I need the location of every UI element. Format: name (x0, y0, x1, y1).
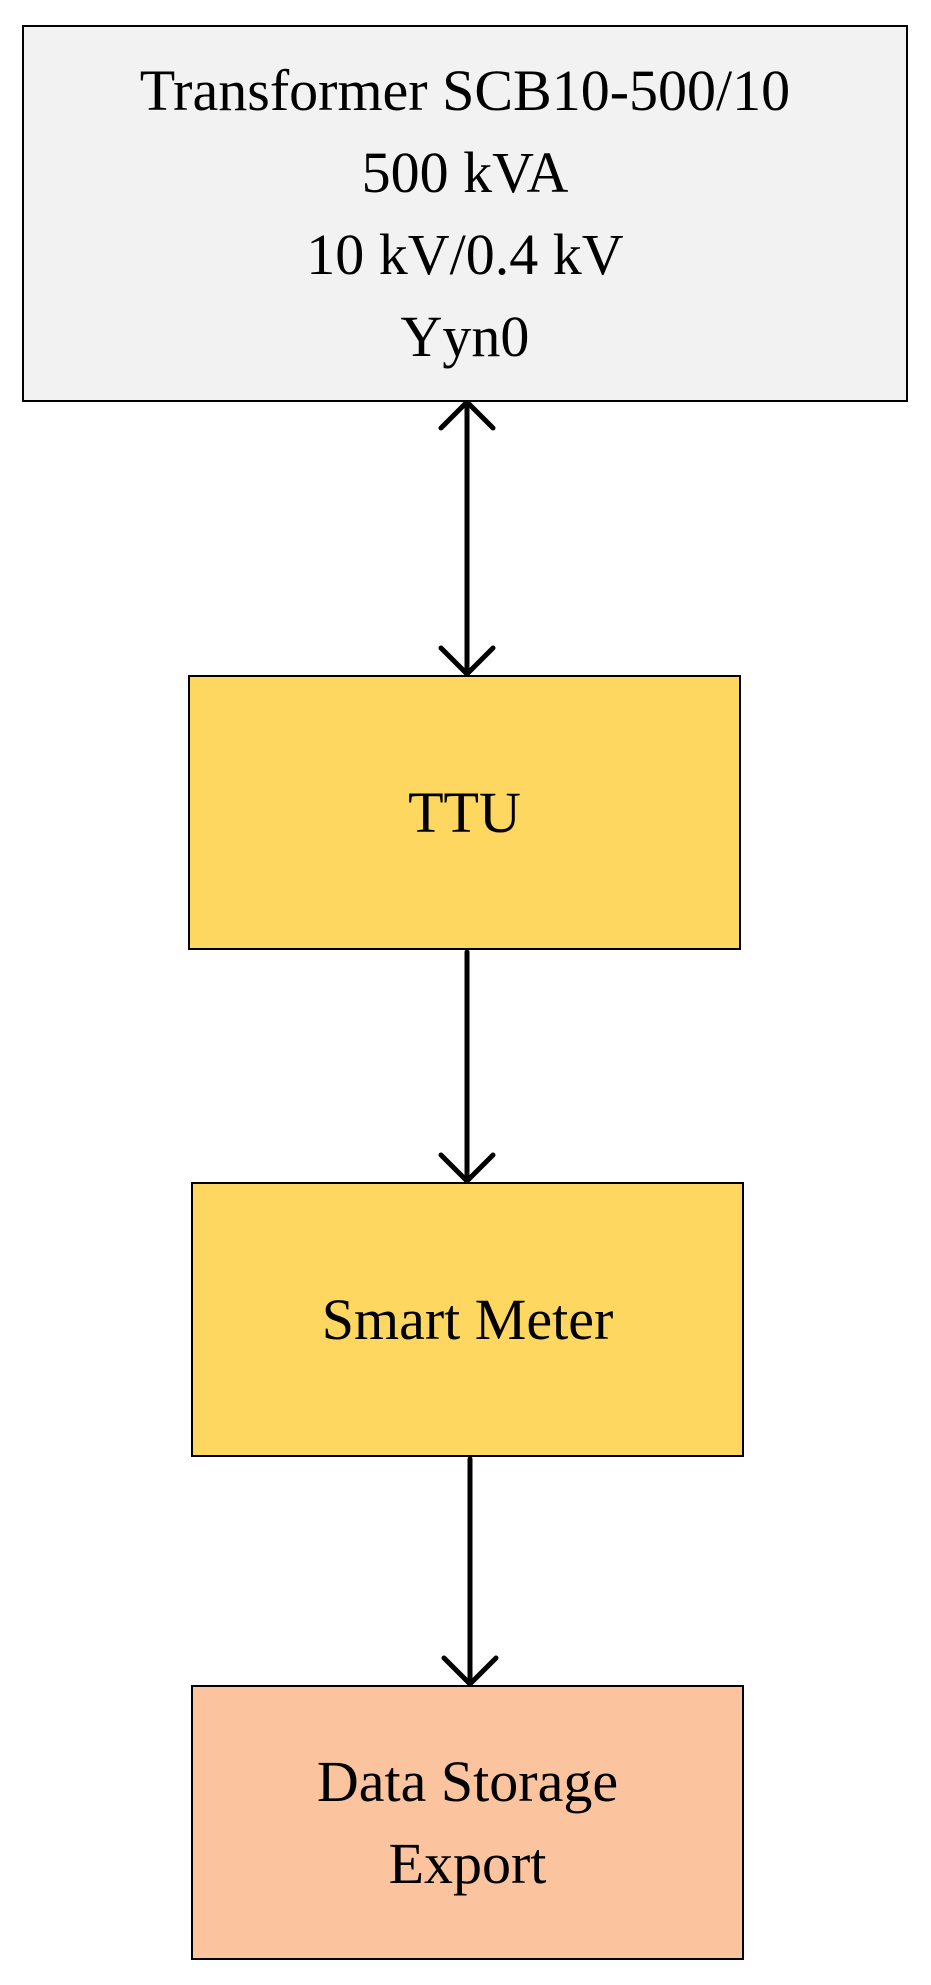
edge-meter-storage (441, 1456, 499, 1687)
edge-transformer-ttu (438, 399, 496, 677)
edge-ttu-meter (438, 949, 496, 1184)
transformer-label-line-2: 500 kVA (361, 139, 569, 205)
arrowhead-down (438, 1152, 496, 1184)
transformer-label-line-3: 10 kV/0.4 kV (306, 221, 624, 287)
data-storage-node: Data Storage Export (191, 1685, 744, 1960)
arrowhead-down (438, 645, 496, 677)
ttu-label: TTU (408, 779, 521, 845)
smart-meter-node: Smart Meter (191, 1182, 744, 1457)
transformer-node: Transformer SCB10-500/10 500 kVA 10 kV/0… (22, 25, 908, 402)
smart-meter-label: Smart Meter (321, 1286, 614, 1352)
ttu-node: TTU (188, 675, 741, 950)
data-storage-label-line-2: Export (388, 1830, 547, 1896)
transformer-label-line-4: Yyn0 (400, 303, 530, 369)
arrowhead-up (438, 399, 496, 431)
data-storage-label-line-1: Data Storage (316, 1748, 619, 1814)
arrowhead-down (441, 1655, 499, 1687)
transformer-label-line-1: Transformer SCB10-500/10 (139, 57, 791, 123)
